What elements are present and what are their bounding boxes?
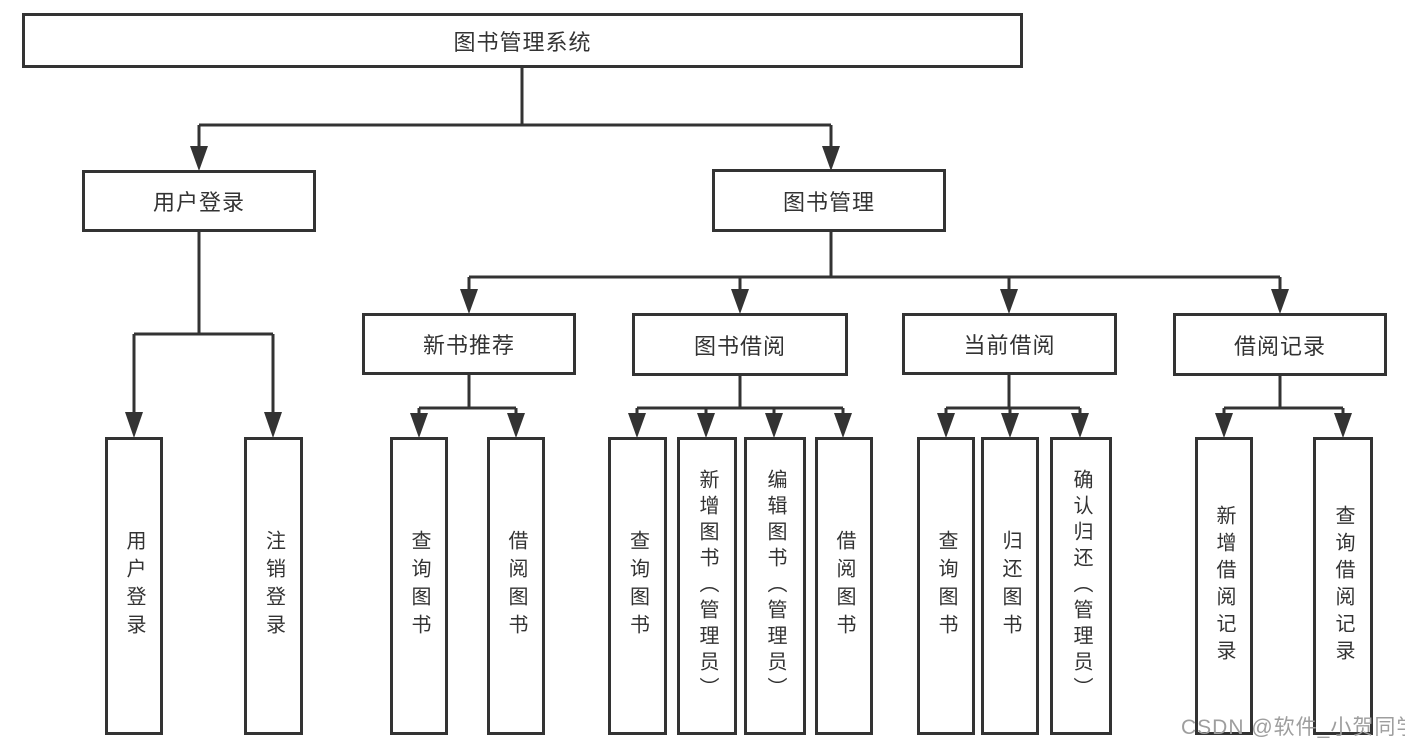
leaf-confirm-return-admin: 确认归还（管理员） xyxy=(1050,437,1112,735)
leaf-borrow-book-recommend: 借阅图书 xyxy=(487,437,545,735)
node-root-system: 图书管理系统 xyxy=(22,13,1023,68)
leaf-query-borrow-record: 查询借阅记录 xyxy=(1313,437,1373,735)
leaf-user-login: 用户登录 xyxy=(105,437,163,735)
leaf-return-book: 归还图书 xyxy=(981,437,1039,735)
connector-book-borrow xyxy=(637,374,843,410)
connector-book-management xyxy=(469,230,1280,279)
node-user-login: 用户登录 xyxy=(82,170,316,232)
leaf-query-book-recommend: 查询图书 xyxy=(390,437,448,735)
leaf-query-book-borrow: 查询图书 xyxy=(608,437,667,735)
node-current-borrow: 当前借阅 xyxy=(902,313,1117,375)
leaf-edit-book-admin: 编辑图书（管理员） xyxy=(744,437,806,735)
csdn-watermark: CSDN @软件_小贺同学 xyxy=(1181,716,1405,739)
connector-user-login xyxy=(134,230,273,336)
node-book-borrow: 图书借阅 xyxy=(632,313,848,376)
connector-borrow-record xyxy=(1224,373,1343,410)
node-new-book-recommend: 新书推荐 xyxy=(362,313,576,375)
leaf-logout: 注销登录 xyxy=(244,437,303,735)
leaf-query-book-current: 查询图书 xyxy=(917,437,975,735)
leaf-borrow-book-borrow: 借阅图书 xyxy=(815,437,873,735)
node-book-management: 图书管理 xyxy=(712,169,946,232)
connector-root xyxy=(199,66,831,127)
leaf-add-borrow-record: 新增借阅记录 xyxy=(1195,437,1253,735)
node-borrow-record: 借阅记录 xyxy=(1173,313,1387,376)
leaf-add-book-admin: 新增图书（管理员） xyxy=(677,437,737,735)
connector-new-book-recommend xyxy=(419,373,516,410)
connector-current-borrow xyxy=(946,373,1080,410)
